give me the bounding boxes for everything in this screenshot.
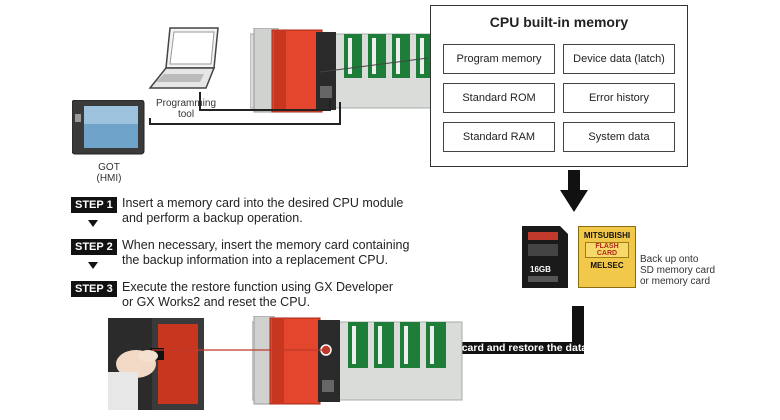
step-3-text: Execute the restore function using GX De… bbox=[122, 280, 393, 309]
memory-cell-program: Program memory bbox=[443, 44, 555, 74]
backup-caption: Back up onto SD memory card or memory ca… bbox=[640, 254, 716, 287]
memory-cell-standard-rom: Standard ROM bbox=[443, 83, 555, 113]
programming-tool-label: Programming tool bbox=[156, 98, 217, 120]
cpu-memory-title: CPU built-in memory bbox=[489, 14, 629, 30]
step-1-text: Insert a memory card into the desired CP… bbox=[122, 196, 404, 225]
memory-cell-system-data: System data bbox=[563, 122, 675, 152]
cf-card-series: MELSEC bbox=[590, 261, 624, 270]
memory-cell-standard-ram: Standard RAM bbox=[443, 122, 555, 152]
step-arrow-icon bbox=[88, 220, 98, 227]
cf-card-brand: MITSUBISHI bbox=[583, 231, 631, 240]
step-arrow-icon bbox=[88, 262, 98, 269]
hmi-monitor-icon bbox=[72, 100, 145, 155]
step-2-text: When necessary, insert the memory card c… bbox=[122, 238, 410, 267]
cf-card-label-1: FLASH bbox=[595, 243, 619, 250]
step-1-badge: STEP 1 bbox=[71, 197, 117, 213]
got-label: GOT (HMI) bbox=[96, 162, 122, 184]
laptop-icon bbox=[148, 27, 219, 89]
step-3-badge: STEP 3 bbox=[71, 281, 117, 297]
cf-card-label-2: CARD bbox=[596, 250, 618, 257]
plc-rack-top bbox=[250, 28, 441, 113]
card-insertion-photo bbox=[108, 318, 204, 410]
sd-card-capacity: 16GB bbox=[530, 265, 551, 274]
cf-card-icon: MITSUBISHI FLASH CARD MELSEC bbox=[578, 226, 636, 288]
cpu-memory-panel: CPU built-in memory Program memory Devic… bbox=[430, 5, 688, 167]
plc-rack-bottom bbox=[252, 316, 463, 405]
sd-card-icon bbox=[522, 226, 568, 288]
down-arrow-icon bbox=[560, 170, 588, 212]
step-2-badge: STEP 2 bbox=[71, 239, 117, 255]
memory-cell-error-history: Error history bbox=[563, 83, 675, 113]
memory-cell-device-data: Device data (latch) bbox=[563, 44, 675, 74]
